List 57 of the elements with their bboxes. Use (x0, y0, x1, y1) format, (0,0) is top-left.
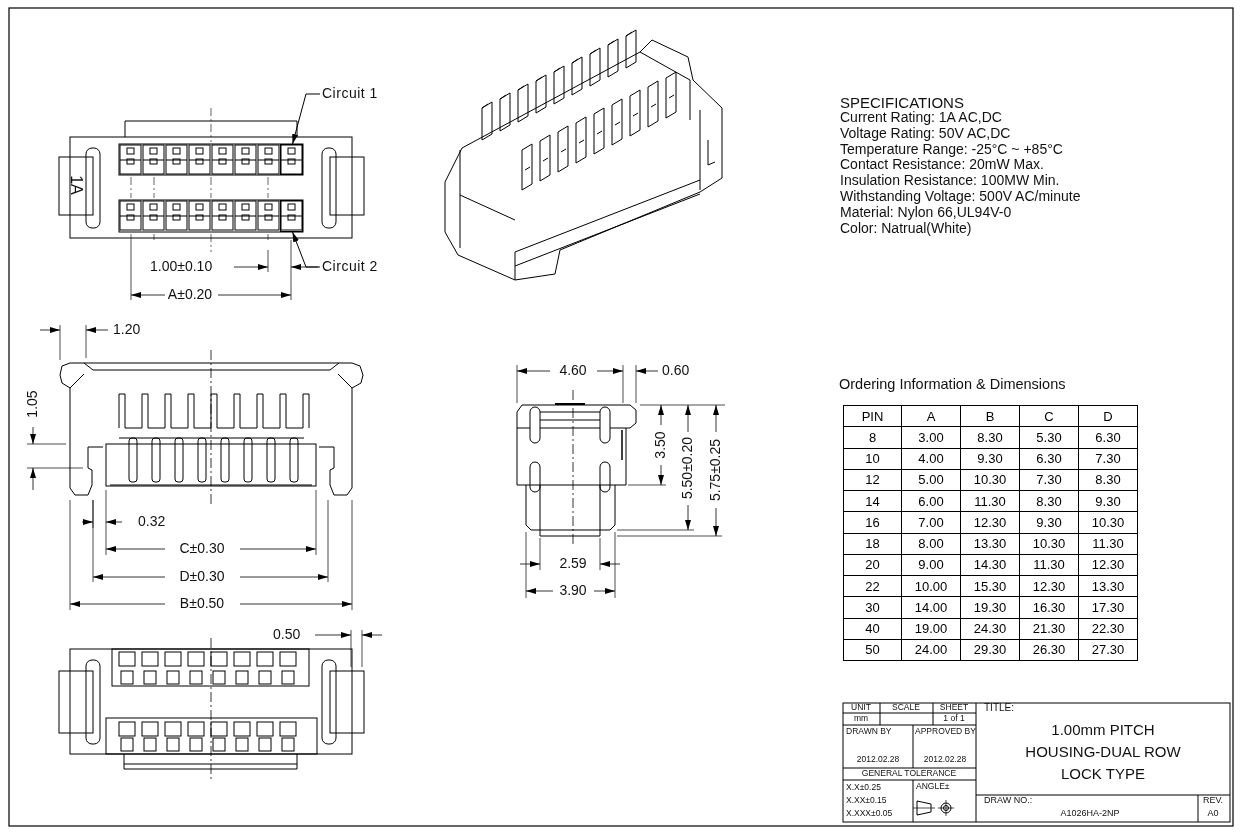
dimension-text: D±0.30 (179, 569, 225, 585)
title-block-text: APPROVED BY (915, 727, 976, 737)
title-block-text: SCALE (892, 703, 920, 713)
table-cell: 27.30 (1078, 638, 1138, 661)
title-block-text: X.X±0.25 (846, 783, 881, 793)
specification-text: Material: Nylon 66,UL94V-0 (840, 205, 1012, 221)
contact-cavity (280, 144, 303, 175)
dimension-text: 3.90 (559, 583, 587, 599)
marking-text: 1A (67, 175, 85, 195)
table-cell: 50 (843, 638, 902, 661)
specification-text: Contact Resistance: 20mW Max. (840, 157, 1044, 174)
title-block-text: SHEET (939, 703, 969, 713)
specification-text: Color: Natrual(White) (840, 220, 972, 237)
dimension-text: A±0.20 (167, 287, 213, 303)
dimension-text: 1.20 (113, 322, 141, 338)
dimension-text: 0.50 (273, 627, 301, 643)
table-cell: D (1078, 405, 1138, 428)
dimension-text: 1.00±0.10 (150, 259, 213, 275)
specification-text: Voltage Rating: 50V AC,DC (840, 126, 1011, 142)
dimension-text: 3.50 (653, 431, 669, 459)
title-block-text: 2012.02.28 (856, 755, 900, 765)
dimension-text: 2.59 (559, 556, 587, 572)
title-block-text: ANGLE± (916, 782, 950, 792)
specification-text: Withstanding Voltage: 500V AC/minute (840, 189, 1081, 205)
dimension-text: 0.60 (662, 363, 690, 379)
title-block-text: REV. (1202, 796, 1224, 806)
title-block-text: 1 of 1 (943, 714, 965, 724)
dimension-text: B±0.50 (179, 596, 225, 612)
title-block-text: GENERAL TOLERANCE (861, 769, 957, 779)
title-block-text: mm (853, 714, 869, 724)
contact-cavity (280, 200, 303, 232)
dimension-text: 4.60 (559, 363, 587, 379)
leader-line (292, 93, 321, 145)
specification-text: SPECIFICATIONS (840, 94, 964, 111)
specification-text: Current Rating: 1A AC,DC (840, 110, 1002, 126)
title-block-text: TITLE: (984, 701, 1014, 713)
table-title: Ordering Information & Dimensions (839, 377, 1066, 393)
callout-text: Circuit 1 (322, 86, 378, 102)
title-block-text: 2012.02.28 (923, 755, 967, 765)
dimension-text: 0.32 (138, 514, 166, 530)
dimension-text: 5.50±0.20 (680, 436, 696, 500)
title-block-text: DRAW NO.: (984, 796, 1033, 806)
title-block-text: A0 (1207, 809, 1219, 819)
specification-text: Temperature Range: -25°C ~ +85°C (840, 141, 1063, 158)
table-cell: PIN (843, 405, 902, 428)
leader-line (292, 231, 321, 268)
title-block-text: UNIT (851, 703, 871, 713)
title-block-text: DRAWN BY (846, 727, 892, 737)
title-block-text: X.XXX±0.05 (846, 809, 893, 819)
dimension-text: 1.05 (25, 390, 41, 418)
title-block-text: 1.00mm PITCH HOUSING-DUAL ROW LOCK TYPE (1024, 720, 1182, 784)
specification-text: Insulation Resistance: 100MW Min. (840, 173, 1060, 189)
title-block-text: A1026HA-2NP (1060, 809, 1120, 819)
dimension-text: 5.75±0.25 (708, 438, 724, 502)
dimension-text: C±0.30 (179, 541, 225, 557)
title-block-text: X.XX±0.15 (846, 796, 887, 806)
callout-text: Circuit 2 (322, 259, 378, 275)
